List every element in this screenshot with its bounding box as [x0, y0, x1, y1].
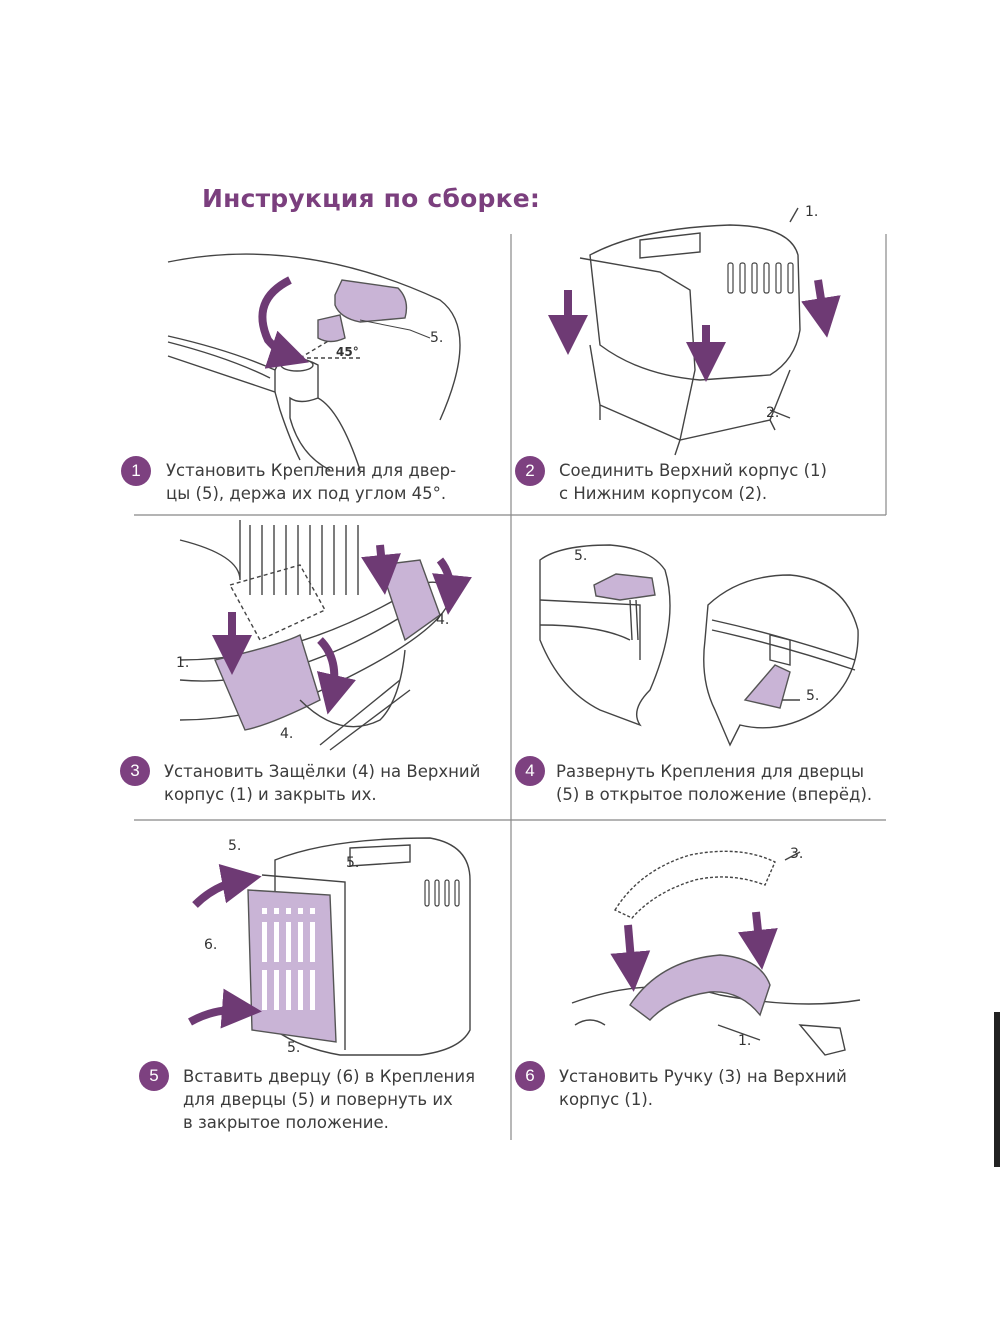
step6-caption: Установить Ручку (3) на Верхний корпус (…: [559, 1065, 847, 1111]
step6-line2: корпус (1).: [559, 1090, 654, 1109]
step2-line1: Соединить Верхний корпус (1): [559, 461, 827, 480]
step2-badge: 2: [515, 456, 545, 486]
step1-illustration: [167, 253, 461, 471]
step5-badge: 5: [139, 1061, 169, 1091]
step4-illustration: [539, 544, 859, 747]
step3-line1: Установить Защёлки (4) на Верхний: [164, 762, 481, 781]
step2-arrows: [548, 279, 841, 382]
step1-label-part: 5.: [430, 330, 444, 346]
step5-label-bottom: 5.: [287, 1040, 301, 1056]
step5-illustration: [247, 837, 471, 1056]
step4-caption: Развернуть Крепления для дверцы (5) в от…: [556, 760, 872, 806]
step4-line2: (5) в открытое положение (вперёд).: [556, 785, 873, 804]
step4-line1: Развернуть Крепления для дверцы: [556, 762, 864, 781]
step2-line2: с Нижним корпусом (2).: [559, 484, 768, 503]
step1-arrow: [258, 276, 309, 369]
step5-arrows: [188, 863, 262, 1029]
step6-badge: 6: [515, 1061, 545, 1091]
step5-line3: в закрытое положение.: [183, 1113, 389, 1132]
page-title: Инструкция по сборке:: [202, 184, 541, 213]
step4-badge: 4: [515, 756, 545, 786]
grid-lines: [134, 234, 887, 1140]
step2-label-top: 1.: [805, 204, 819, 220]
step5-line2: для дверцы (5) и повернуть их: [183, 1090, 453, 1109]
page-edge-bar: [994, 1012, 1000, 1167]
step1-label-angle: 45°: [336, 345, 359, 359]
step2-label-bottom: 2.: [766, 405, 780, 421]
step3-label-body: 1.: [176, 655, 190, 671]
step6-line1: Установить Ручку (3) на Верхний: [559, 1067, 847, 1086]
step3-arrows: [212, 544, 472, 715]
step3-label-latch-right: 4.: [436, 612, 450, 628]
step5-label-top-left: 5.: [228, 838, 242, 854]
step3-caption: Установить Защёлки (4) на Верхний корпус…: [164, 760, 480, 806]
step5-line1: Вставить дверцу (6) в Крепления: [183, 1067, 475, 1086]
step1-caption: Установить Крепления для двер- цы (5), д…: [166, 459, 456, 505]
step3-line2: корпус (1) и закрыть их.: [164, 785, 377, 804]
step5-label-door: 6.: [204, 937, 218, 953]
step1-line2: цы (5), держа их под углом 45°.: [166, 484, 447, 503]
step1-badge: 1: [121, 456, 151, 486]
step4-label-left: 5.: [574, 548, 588, 564]
step4-label-right: 5.: [806, 688, 820, 704]
step2-caption: Соединить Верхний корпус (1) с Нижним ко…: [559, 459, 827, 505]
step6-label-handle: 3.: [790, 846, 804, 862]
step2-illustration: [579, 207, 801, 456]
step6-arrows: [610, 911, 778, 992]
step5-label-top-right: 5.: [346, 855, 360, 871]
step6-label-body: 1.: [738, 1033, 752, 1049]
step6-illustration: [571, 850, 861, 1056]
step3-badge: 3: [120, 756, 150, 786]
step3-label-latch-left: 4.: [280, 726, 294, 742]
step1-line1: Установить Крепления для двер-: [166, 461, 457, 480]
step5-caption: Вставить дверцу (6) в Крепления для двер…: [183, 1065, 475, 1134]
step3-illustration: [179, 520, 451, 751]
